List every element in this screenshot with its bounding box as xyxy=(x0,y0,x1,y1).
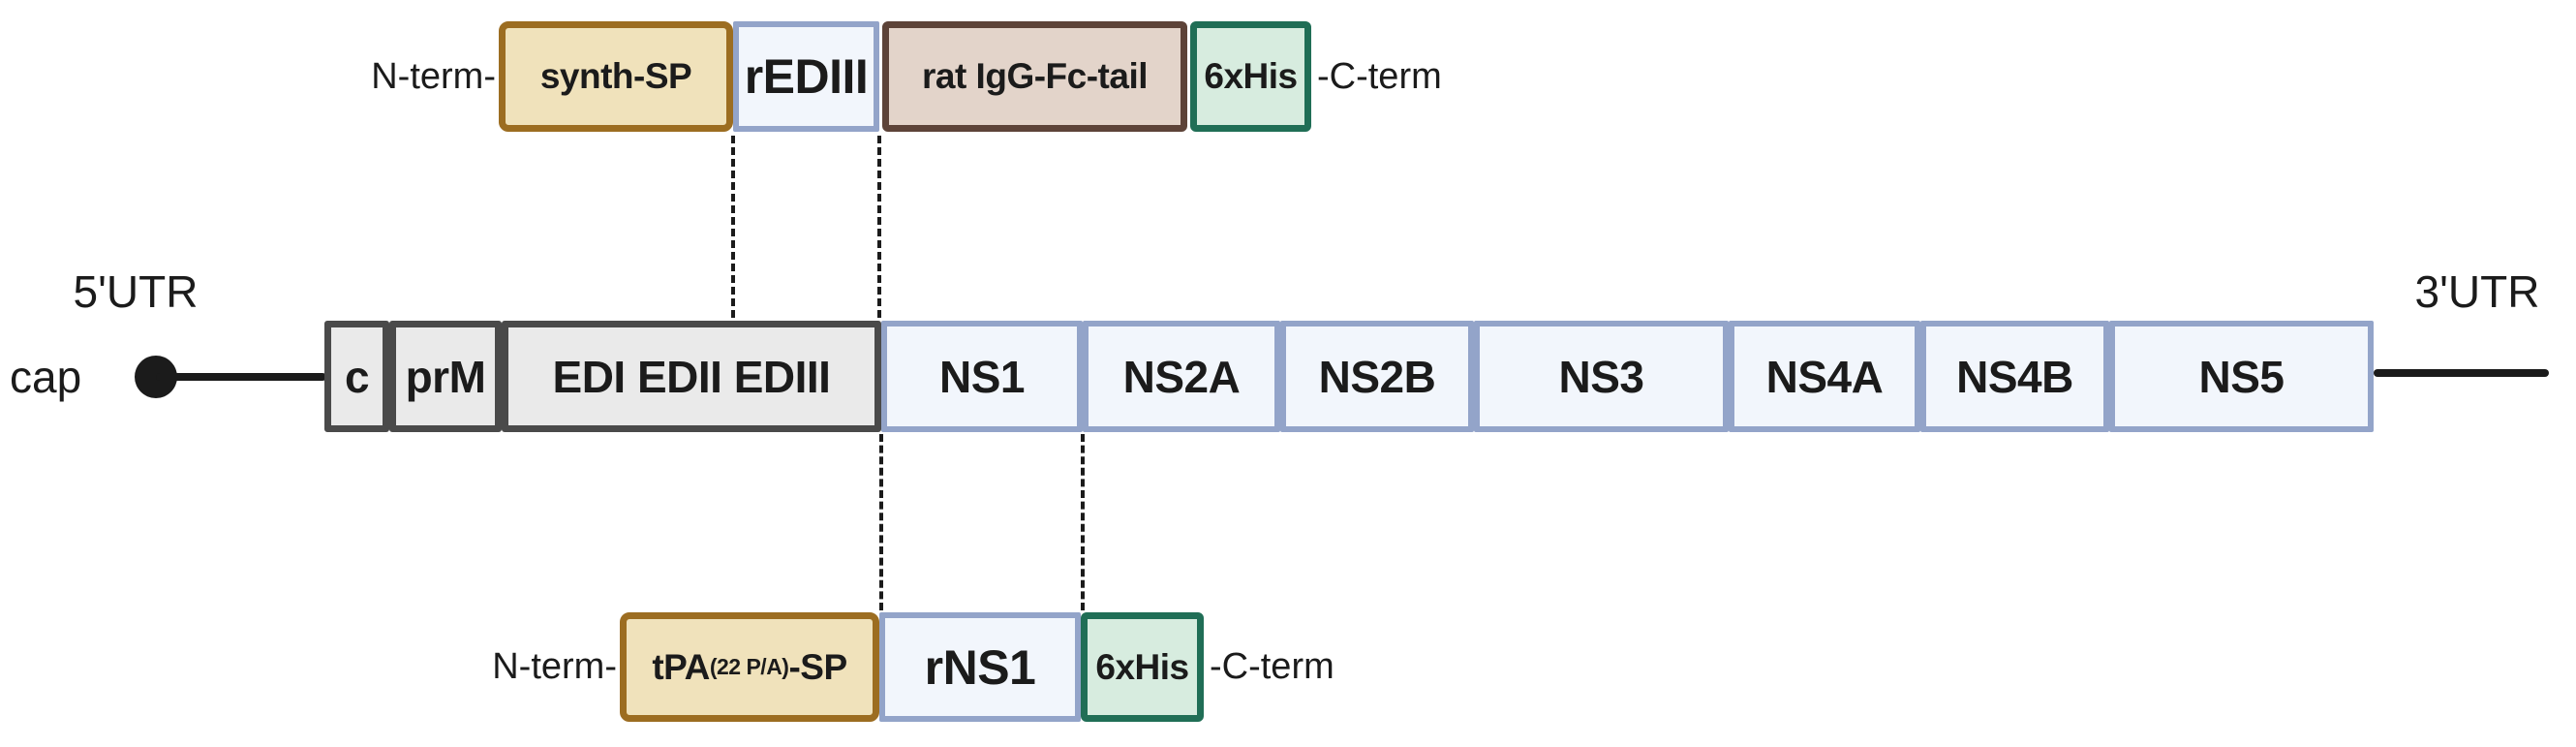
dashed-connector-ediii-left xyxy=(731,136,735,318)
utr5-line xyxy=(156,373,326,381)
utr3-label: 3'UTR xyxy=(2414,266,2540,317)
dashed-connector-ediii-right xyxy=(877,136,881,318)
genome-segment-ns4b: NS4B xyxy=(1920,321,2109,432)
ediii-construct-segment-rat-igg-fc-tail: rat IgG-Fc-tail xyxy=(882,21,1187,132)
ns1-construct-segment-6xhis: 6xHis xyxy=(1081,612,1204,722)
ediii-construct-segment-synth-sp: synth-SP xyxy=(499,21,733,132)
genome-segment-prm: prM xyxy=(389,321,502,432)
tpa-label-main: tPA xyxy=(652,646,710,687)
genome-segment-ns1: NS1 xyxy=(881,321,1083,432)
genome-segment-ns2a: NS2A xyxy=(1083,321,1280,432)
cap-label: cap xyxy=(10,351,82,402)
utr5-label: 5'UTR xyxy=(73,266,199,317)
ns1-construct-c-term-label: -C-term xyxy=(1210,646,1334,687)
tpa-label-subscript: (22 P/A) xyxy=(709,654,789,679)
ns1-construct-segment-tpa-sp: tPA(22 P/A)-SP xyxy=(620,612,879,722)
ediii-construct-n-term-label: N-term- xyxy=(371,55,496,97)
ediii-construct-c-term-label: -C-term xyxy=(1317,55,1442,97)
dashed-connector-ns1-right xyxy=(1081,434,1085,610)
genome-segment-ns3: NS3 xyxy=(1474,321,1729,432)
ns1-construct-segment-rns1: rNS1 xyxy=(879,612,1081,722)
dashed-connector-ns1-left xyxy=(879,434,883,610)
ns1-construct-n-term-label: N-term- xyxy=(492,646,617,687)
utr3-line xyxy=(2374,369,2549,377)
genome-segment-ns4a: NS4A xyxy=(1729,321,1920,432)
genome-segment-ns5: NS5 xyxy=(2109,321,2374,432)
genome-segment-c: c xyxy=(324,321,389,432)
ediii-construct-segment-6xhis: 6xHis xyxy=(1190,21,1311,132)
ediii-construct-segment-rediii: rEDIII xyxy=(733,21,879,132)
genome-segment-ns2b: NS2B xyxy=(1280,321,1474,432)
genome-segment-e-domains: EDI EDII EDIII xyxy=(502,321,881,432)
tpa-label-suffix: -SP xyxy=(788,646,847,687)
